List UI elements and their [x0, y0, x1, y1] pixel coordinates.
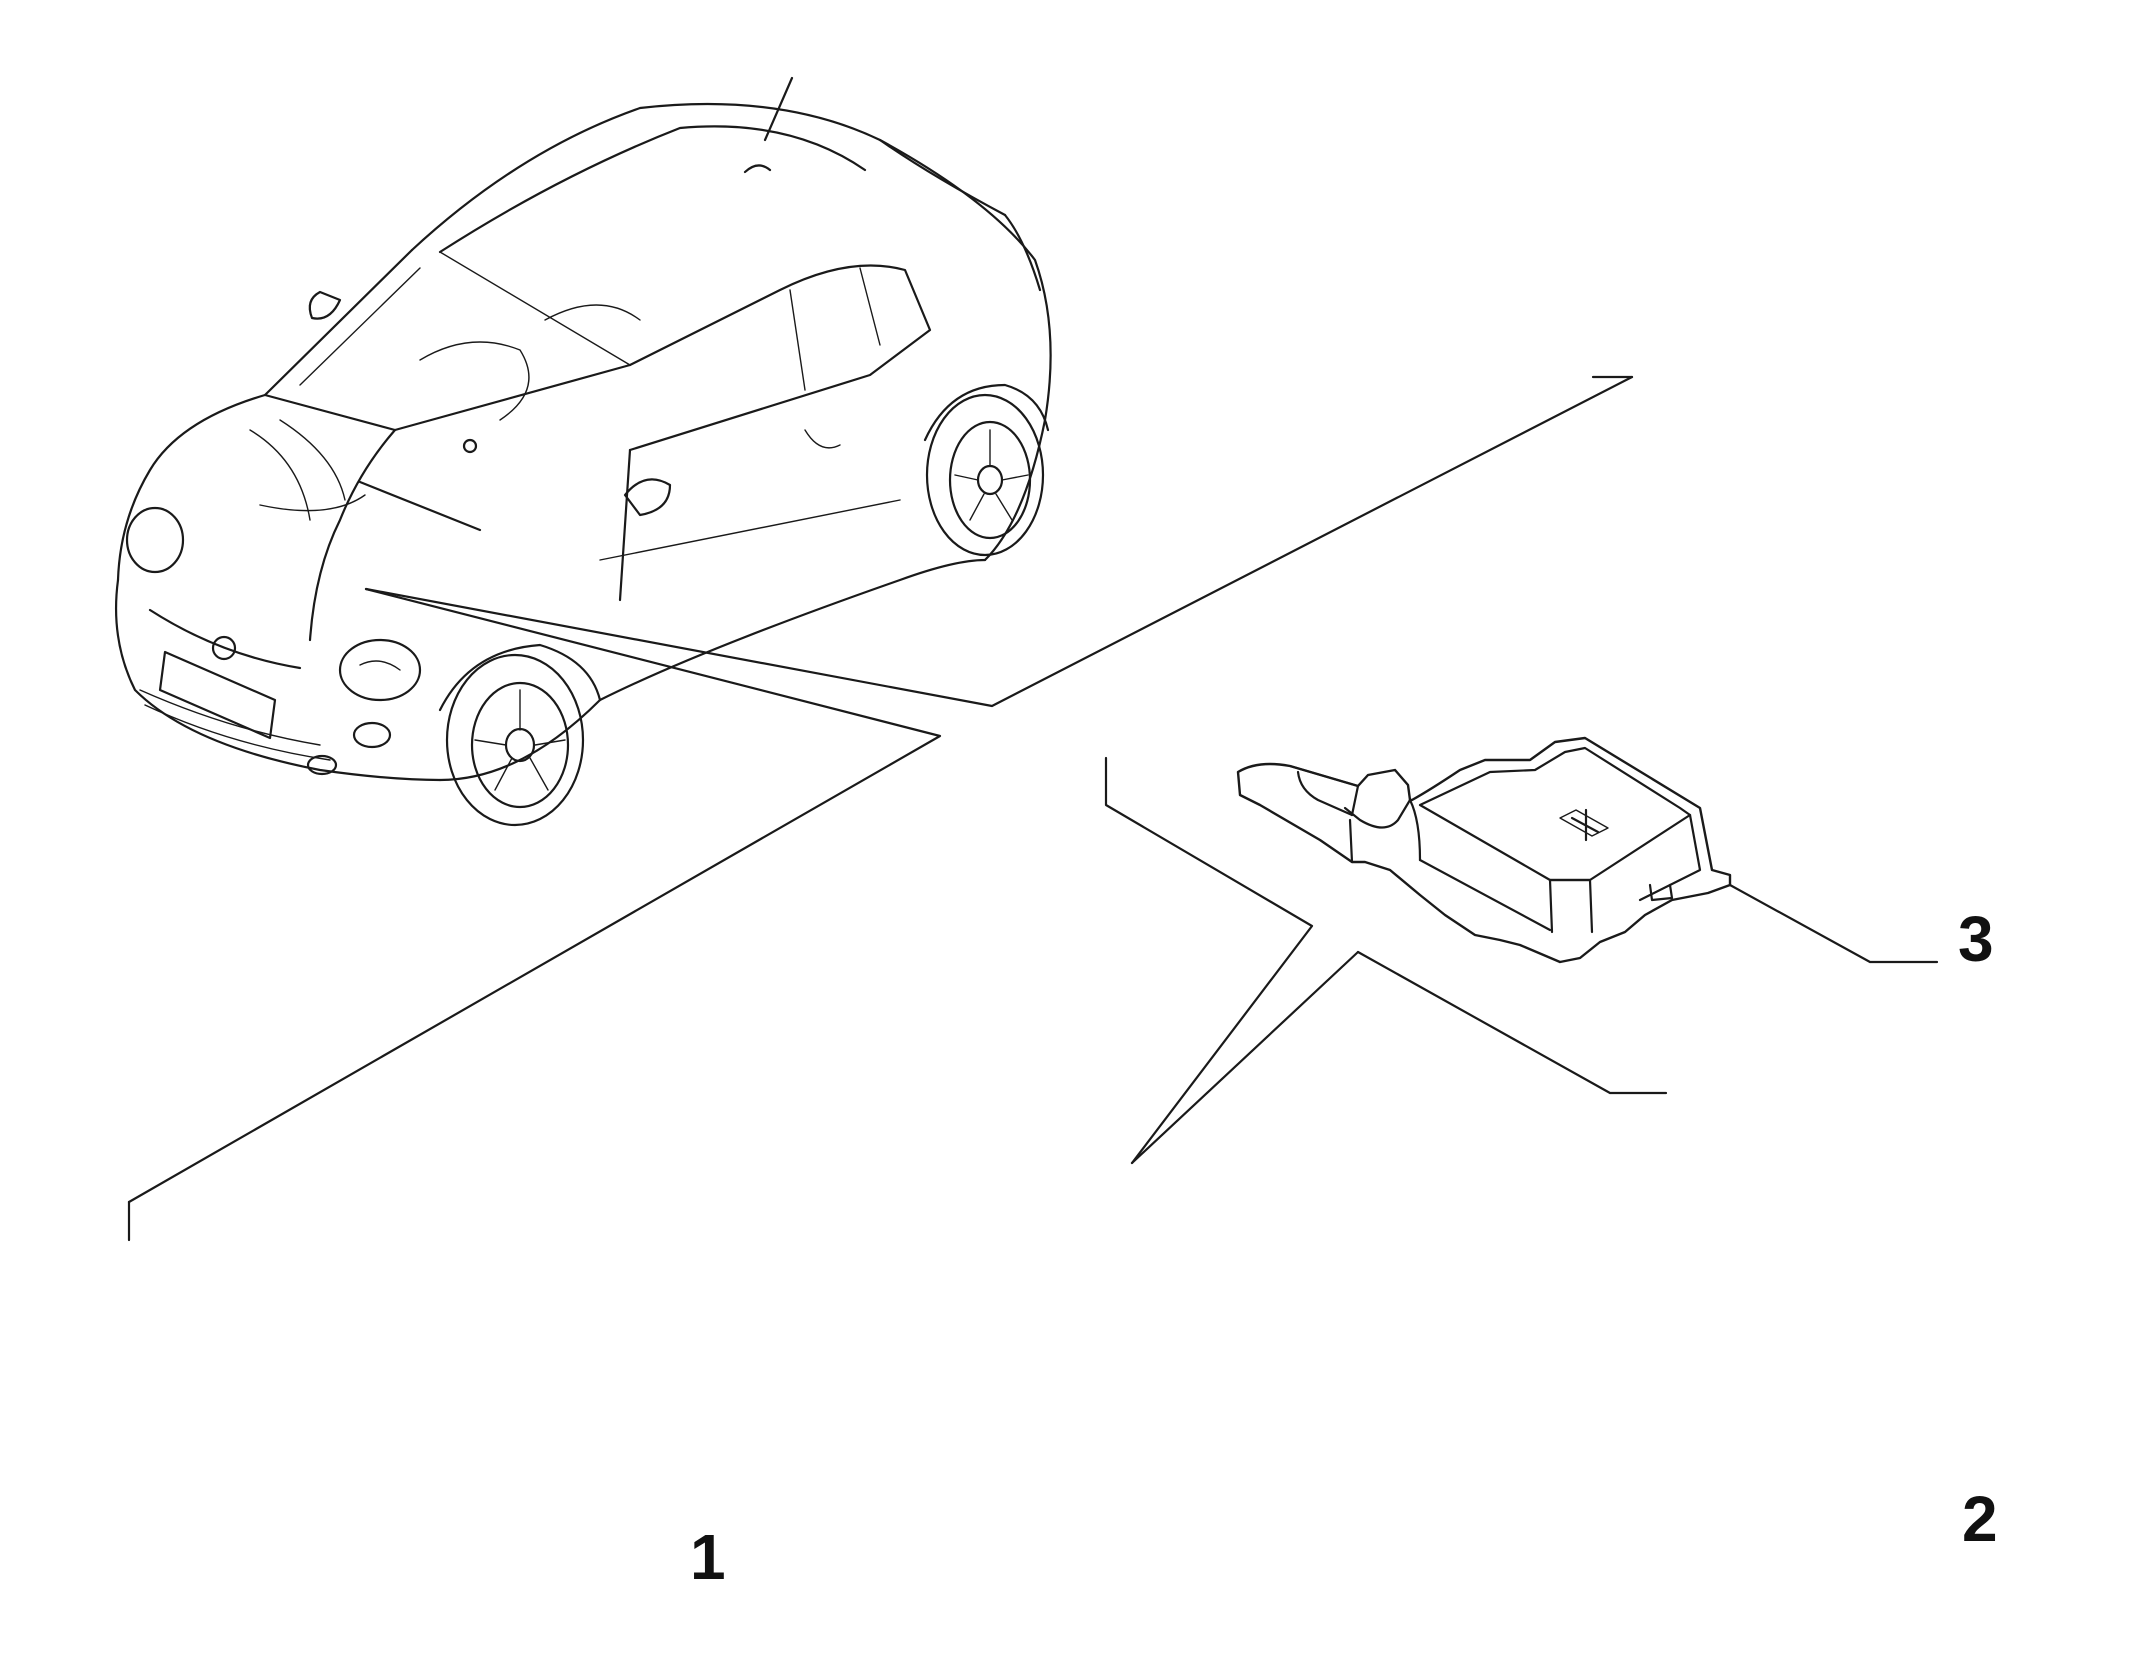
- callout-number-2: 2: [1962, 1483, 1998, 1555]
- terminal-cover-icon: [1236, 736, 1732, 964]
- car-leader-lines: [127, 375, 1634, 1242]
- callout-number-3: 3: [1958, 903, 1994, 975]
- part-3-leader: [1104, 756, 1939, 1165]
- callout-number-1: 1: [690, 1521, 726, 1593]
- car-outline-icon: [114, 76, 1052, 827]
